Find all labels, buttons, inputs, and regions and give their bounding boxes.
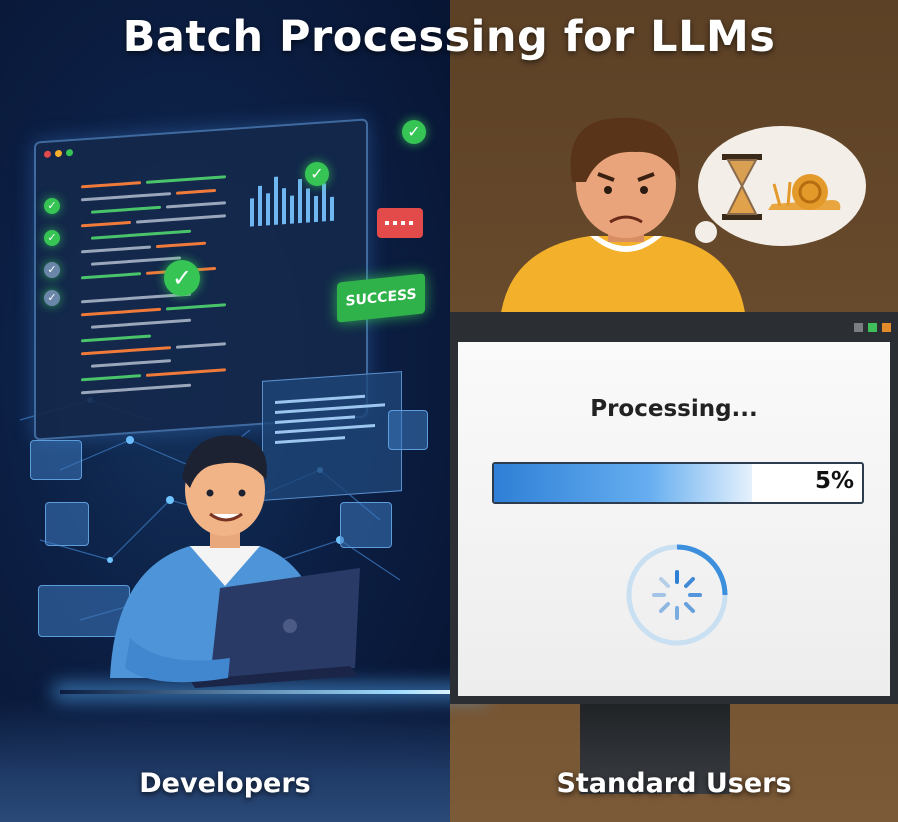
window-min-button[interactable] (854, 323, 863, 332)
snail-icon (768, 174, 841, 210)
standard-users-caption: Standard Users (556, 768, 792, 799)
monitor-stand (580, 704, 730, 794)
checkmark-icon: ✓ (44, 198, 60, 214)
users-icon (340, 502, 392, 548)
window-titlebar (450, 312, 898, 342)
glow-divider (60, 690, 480, 694)
processing-status: Processing... (590, 396, 758, 422)
pencil-icon (388, 410, 428, 450)
progress-bar: 5% (492, 462, 864, 504)
chat-bubble-icon (377, 208, 423, 238)
chart-tile-icon (30, 440, 82, 480)
window-max-button[interactable] (868, 323, 877, 332)
developer-illustration (110, 435, 360, 688)
checkmark-icon: ✓ (402, 120, 426, 144)
bar-chart-icon (250, 176, 334, 227)
analytics-tile-icon (38, 585, 130, 637)
checkmark-icon: ✓ (305, 162, 329, 186)
checkmark-icon: ✓ (44, 290, 60, 306)
spinner-icon (626, 544, 728, 646)
window-max-dot (66, 148, 73, 157)
success-label: SUCCESS (345, 286, 417, 310)
window-close-dot (44, 150, 51, 158)
page-title: Batch Processing for LLMs (122, 12, 776, 62)
checkmark-icon: ✓ (44, 230, 60, 246)
window-min-dot (55, 149, 62, 158)
developers-panel: ✓ ✓ ✓ ✓ ✓ ✓ ✓ SUCCESS (0, 0, 450, 822)
code-window (34, 118, 368, 441)
checkmark-icon: ✓ (44, 262, 60, 278)
developers-caption: Developers (139, 768, 311, 799)
location-pin-icon (45, 502, 89, 546)
processing-screen: Processing... 5% (458, 342, 890, 696)
progress-fill (494, 464, 752, 502)
window-close-button[interactable] (882, 323, 891, 332)
checkmark-icon: ✓ (164, 260, 200, 296)
hourglass-icon (722, 154, 762, 220)
progress-percent: 5% (814, 468, 854, 494)
monitor: Processing... 5% (450, 312, 898, 704)
caption-backdrop (0, 700, 450, 822)
user-illustration (500, 117, 866, 320)
